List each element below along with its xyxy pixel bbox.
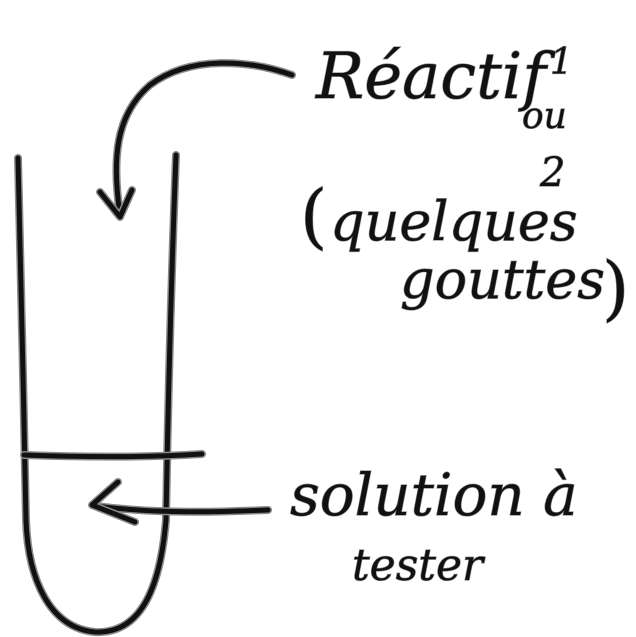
solution-arrow xyxy=(88,478,272,526)
quantity-word-2: gouttes xyxy=(400,248,605,311)
reagent-label: Réactif xyxy=(315,40,556,114)
test-tube xyxy=(14,151,180,637)
reagent-number-1: 1 xyxy=(550,42,573,83)
reagent-or-label: ou xyxy=(522,96,567,137)
reagent-arrow xyxy=(96,59,296,221)
solution-label: solution à xyxy=(290,461,578,529)
liquid-level-line xyxy=(20,450,206,461)
tester-label: tester xyxy=(352,540,486,591)
paren-close: ) xyxy=(602,247,629,329)
reagent-number-2: 2 xyxy=(539,150,565,196)
paren-open: ( xyxy=(300,175,327,257)
quantity-word-1: quelques xyxy=(330,190,578,253)
